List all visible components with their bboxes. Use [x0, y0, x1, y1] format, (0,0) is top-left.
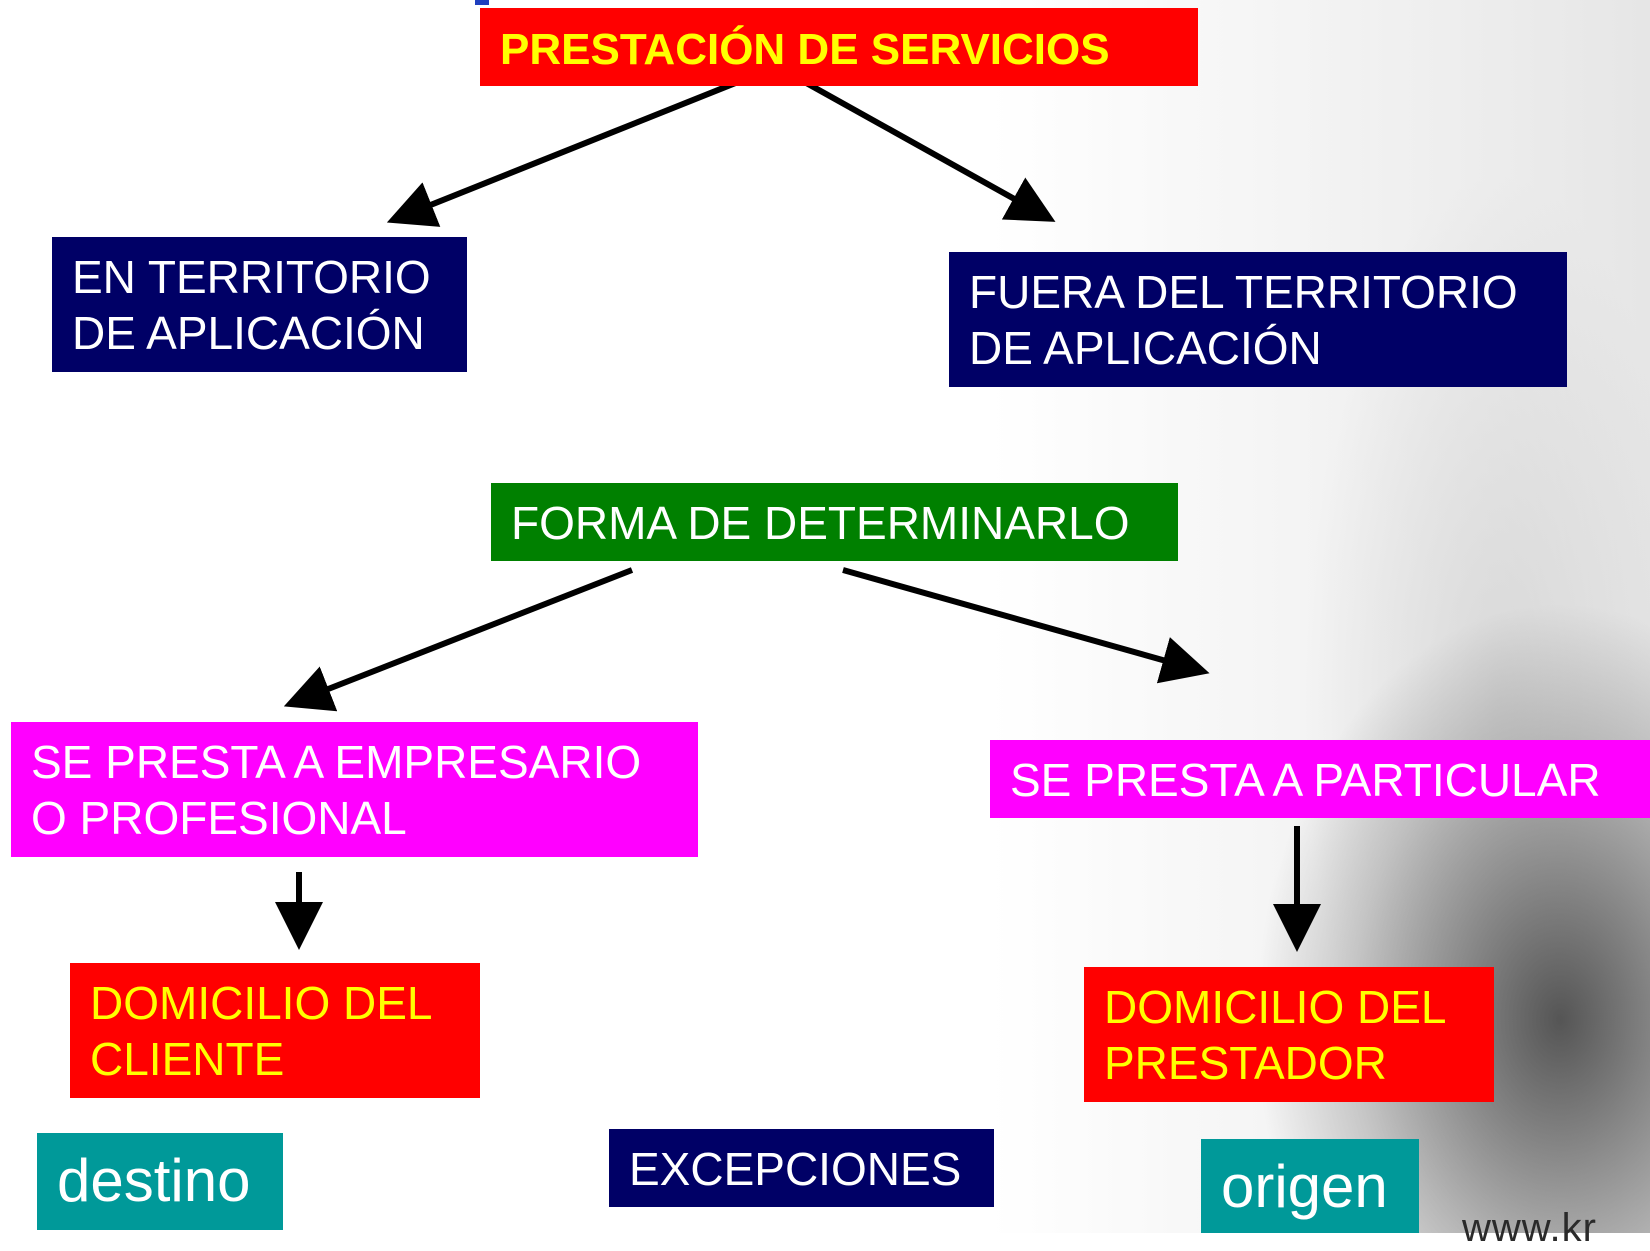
- origin-text: origen: [1221, 1153, 1388, 1220]
- right-branch-line2: DE APLICACIÓN: [969, 322, 1322, 374]
- client-domicile-box: DOMICILIO DEL CLIENTE: [70, 963, 480, 1098]
- title-text: PRESTACIÓN DE SERVICIOS: [500, 25, 1110, 74]
- exceptions-text: EXCEPCIONES: [629, 1143, 962, 1195]
- left-branch-line1: EN TERRITORIO: [72, 251, 431, 303]
- business-box: SE PRESTA A EMPRESARIO O PROFESIONAL: [11, 722, 698, 857]
- destination-text: destino: [57, 1147, 251, 1214]
- origin-box: origen: [1201, 1139, 1419, 1233]
- exceptions-box: EXCEPCIONES: [609, 1129, 994, 1207]
- provider-domicile-line1: DOMICILIO DEL: [1104, 981, 1447, 1033]
- method-box: FORMA DE DETERMINARLO: [491, 483, 1178, 561]
- top-edge-mark: [475, 0, 489, 5]
- title-box: PRESTACIÓN DE SERVICIOS: [480, 8, 1198, 86]
- client-domicile-line1: DOMICILIO DEL: [90, 977, 433, 1029]
- business-line2: O PROFESIONAL: [31, 792, 407, 844]
- provider-domicile-line2: PRESTADOR: [1104, 1037, 1387, 1089]
- client-domicile-line2: CLIENTE: [90, 1033, 285, 1085]
- right-branch-line1: FUERA DEL TERRITORIO: [969, 266, 1518, 318]
- left-branch-box: EN TERRITORIO DE APLICACIÓN: [52, 237, 467, 372]
- left-branch-line2: DE APLICACIÓN: [72, 307, 425, 359]
- destination-box: destino: [37, 1133, 283, 1230]
- individual-box: SE PRESTA A PARTICULAR: [990, 740, 1650, 818]
- provider-domicile-box: DOMICILIO DEL PRESTADOR: [1084, 967, 1494, 1102]
- individual-text: SE PRESTA A PARTICULAR: [1010, 754, 1601, 806]
- method-text: FORMA DE DETERMINARLO: [511, 497, 1130, 549]
- watermark-text: www.kr: [1462, 1206, 1597, 1250]
- business-line1: SE PRESTA A EMPRESARIO: [31, 736, 642, 788]
- right-branch-box: FUERA DEL TERRITORIO DE APLICACIÓN: [949, 252, 1567, 387]
